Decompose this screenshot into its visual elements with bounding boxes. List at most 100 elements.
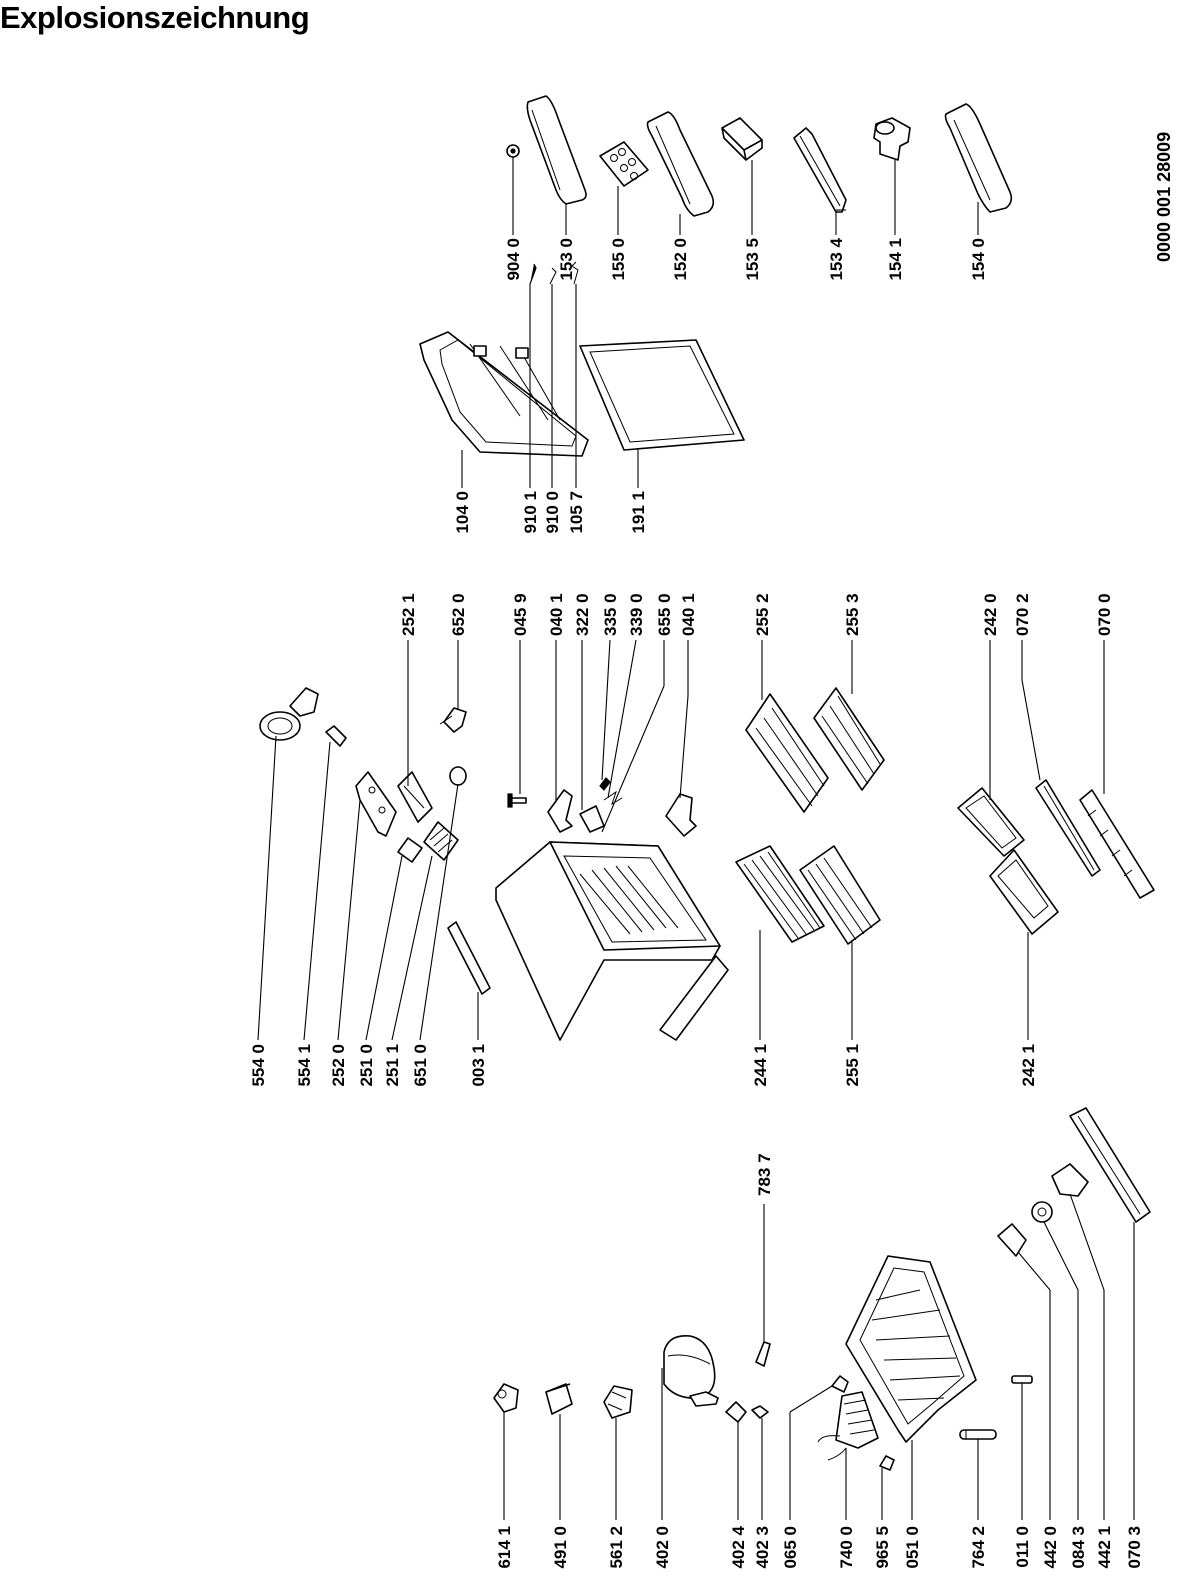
part-155-0-egg-cup — [628, 158, 636, 166]
label-651-0: 651 0 — [411, 1044, 430, 1087]
part-561-2-bracket — [603, 1385, 633, 1419]
part-104-0-door — [419, 331, 589, 457]
part-783-7-sensor — [755, 1341, 771, 1367]
label-070-3: 070 3 — [1125, 1526, 1144, 1569]
part-152-0-bottle-shelf-rim — [655, 125, 691, 205]
label-040-1-top: 040 1 — [547, 593, 566, 636]
part-070-3-strip-edge — [1077, 1115, 1141, 1215]
part-554-0-knob-ring — [267, 717, 293, 735]
label-339-0: 339 0 — [627, 593, 646, 636]
part-070-3-strip — [1069, 1107, 1151, 1223]
part-191-1-gasket — [579, 339, 745, 451]
part-242-0-drawer-inner — [965, 795, 1017, 849]
part-255-2-shelf-grid — [755, 707, 825, 807]
part-070-0-rail-teeth — [1087, 809, 1133, 877]
part-491-0-cover — [545, 1383, 573, 1415]
label-402-0: 402 0 — [653, 1526, 672, 1569]
cabinet-inner — [563, 855, 707, 943]
label-910-0: 910 0 — [543, 491, 562, 534]
part-652-0-wire — [439, 715, 453, 725]
label-255-3: 255 3 — [843, 593, 862, 636]
part-153-5-small-box — [721, 117, 763, 161]
part-402-0-compressor-base — [689, 1391, 719, 1407]
part-740-0-tube — [817, 1435, 847, 1461]
label-242-0: 242 0 — [981, 593, 1000, 636]
part-252-1-cover — [397, 771, 433, 823]
part-554-1-clip — [325, 725, 347, 747]
door-accessories-group — [506, 95, 1013, 235]
label-910-1: 910 1 — [521, 491, 540, 534]
cabinet-fins — [579, 865, 679, 935]
part-155-0-egg-cup — [620, 164, 628, 172]
part-442-0-fitting — [997, 1223, 1027, 1257]
label-614-1: 614 1 — [495, 1526, 514, 1569]
label-152-0: 152 0 — [671, 238, 690, 281]
label-003-1: 003 1 — [469, 1044, 488, 1087]
part-252-1-cover-detail — [403, 785, 425, 809]
part-045-9-screw-head — [507, 793, 513, 808]
part-040-1-hinge-bottom — [665, 793, 697, 837]
label-153-0: 153 0 — [557, 238, 576, 281]
door-group — [419, 261, 745, 488]
label-153-4: 153 4 — [827, 237, 846, 280]
label-070-0: 070 0 — [1095, 593, 1114, 636]
label-242-1: 242 1 — [1019, 1044, 1038, 1087]
label-252-1: 252 1 — [399, 593, 418, 636]
label-154-1: 154 1 — [886, 238, 905, 281]
part-244-1-shelf-grid — [743, 851, 821, 939]
part-252-0-housing — [355, 771, 397, 837]
part-242-1-drawer-inner — [997, 859, 1049, 919]
label-065-0: 065 0 — [781, 1526, 800, 1569]
part-402-0-compressor-seam — [667, 1354, 711, 1365]
label-154-0: 154 0 — [969, 238, 988, 281]
part-255-2-shelf — [745, 693, 829, 813]
part-252-0-housing-hole — [368, 786, 376, 794]
part-051-0-base-frame — [845, 1255, 977, 1443]
label-402-4: 402 4 — [729, 1525, 748, 1568]
label-554-1: 554 1 — [295, 1044, 314, 1087]
part-070-0-rail — [1079, 789, 1155, 899]
label-155-0: 155 0 — [609, 238, 628, 281]
part-255-3-shelf — [813, 687, 885, 791]
part-070-2-rail-edge — [1043, 785, 1095, 871]
label-965-5: 965 5 — [873, 1526, 892, 1569]
part-040-1-hinge-top — [547, 789, 573, 833]
part-614-1-relay — [493, 1383, 519, 1413]
label-252-0: 252 0 — [329, 1044, 348, 1087]
label-011-0: 011 0 — [1013, 1526, 1032, 1568]
part-652-0-connector — [443, 707, 467, 733]
part-084-3-fan — [1031, 1201, 1053, 1223]
label-322-0: 322 0 — [573, 593, 592, 636]
label-070-2: 070 2 — [1013, 593, 1032, 636]
part-244-1-shelf — [735, 845, 825, 943]
part-252-0-housing-hole — [378, 806, 386, 814]
part-labels: 904 0 153 0 155 0 152 0 153 5 153 4 154 … — [249, 237, 1144, 1568]
part-251-0-lamp — [397, 837, 423, 863]
part-242-0-drawer — [957, 787, 1025, 857]
part-965-5-clip — [879, 1455, 895, 1471]
part-152-0-bottle-shelf — [646, 111, 715, 217]
part-561-2-bracket-lines — [607, 1391, 627, 1411]
label-652-0: 652 0 — [449, 593, 468, 636]
part-442-1-bracket — [1051, 1163, 1089, 1197]
label-561-2: 561 2 — [607, 1526, 626, 1569]
part-910-1-pin — [529, 263, 537, 285]
part-255-3-shelf-grid — [821, 695, 881, 785]
part-155-0-egg-cup — [618, 148, 626, 156]
label-764-2: 764 2 — [969, 1526, 988, 1569]
label-402-3: 402 3 — [753, 1526, 772, 1569]
part-191-1-gasket-inner — [589, 345, 735, 443]
label-783-7: 783 7 — [755, 1153, 774, 1196]
part-154-1-holder-cup — [875, 121, 895, 135]
part-154-0-shelf — [944, 103, 1013, 213]
part-322-0-bracket — [579, 805, 605, 833]
part-155-0-egg-cup — [610, 154, 618, 162]
part-651-0-plug — [449, 766, 467, 786]
part-764-2-cylinder — [959, 1429, 997, 1440]
part-251-1-diffuser — [423, 821, 459, 861]
label-153-5: 153 5 — [743, 238, 762, 281]
part-065-0-drier — [831, 1375, 849, 1393]
label-740-0: 740 0 — [837, 1526, 856, 1569]
label-255-2: 255 2 — [753, 593, 772, 636]
